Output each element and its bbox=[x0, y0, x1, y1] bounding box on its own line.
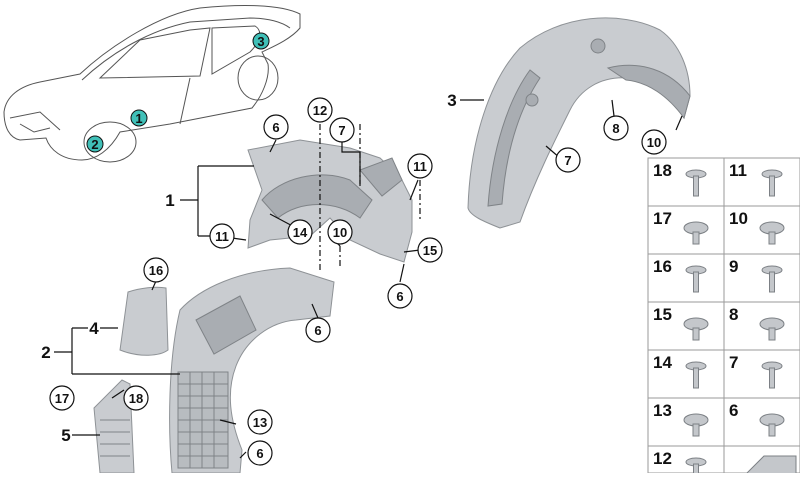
svg-text:7: 7 bbox=[564, 153, 571, 168]
svg-text:8: 8 bbox=[612, 121, 619, 136]
callout-10a: 10 bbox=[327, 219, 353, 245]
fastener-icon bbox=[683, 221, 709, 245]
label-4: 4 bbox=[89, 319, 99, 338]
car-callout-2: 2 bbox=[86, 135, 104, 153]
fastener-icon bbox=[761, 169, 783, 197]
callout-6c: 6 bbox=[305, 317, 331, 343]
hardware-cell-number: 11 bbox=[729, 161, 747, 180]
fastener-icon bbox=[761, 361, 783, 389]
fastener-icon bbox=[683, 413, 709, 437]
svg-text:7: 7 bbox=[338, 123, 345, 138]
callout-18: 18 bbox=[123, 385, 149, 411]
hardware-cell-number: 10 bbox=[729, 209, 748, 228]
label-1: 1 bbox=[165, 191, 174, 210]
svg-text:15: 15 bbox=[423, 243, 437, 258]
svg-text:13: 13 bbox=[253, 415, 267, 430]
callout-11a: 11 bbox=[407, 153, 433, 179]
svg-text:10: 10 bbox=[647, 135, 661, 150]
svg-text:10: 10 bbox=[333, 225, 347, 240]
svg-text:16: 16 bbox=[149, 263, 163, 278]
hardware-cell: 14 bbox=[647, 349, 725, 399]
callout-15: 15 bbox=[417, 237, 443, 263]
hardware-cell: 17 bbox=[647, 205, 725, 255]
svg-text:17: 17 bbox=[55, 391, 69, 406]
hardware-cell-number: 13 bbox=[653, 401, 672, 420]
hardware-cell: 18 bbox=[647, 157, 725, 207]
fastener-icon bbox=[759, 317, 785, 341]
rear-wheel-arch-liner bbox=[467, 17, 691, 229]
car-callout-2-text: 2 bbox=[91, 137, 98, 152]
hardware-cell: 12 bbox=[647, 445, 725, 478]
fastener-icon bbox=[685, 361, 707, 389]
hardware-cell: 8 bbox=[723, 301, 800, 351]
label-3: 3 bbox=[447, 91, 456, 110]
fastener-icon bbox=[683, 317, 709, 341]
fastener-icon bbox=[685, 169, 707, 197]
svg-text:6: 6 bbox=[256, 446, 263, 461]
hardware-cell-number: 17 bbox=[653, 209, 672, 228]
fastener-icon bbox=[759, 221, 785, 245]
hardware-cell: 6 bbox=[723, 397, 800, 447]
fastener-icon bbox=[685, 265, 707, 293]
hardware-cell-number: 16 bbox=[653, 257, 672, 276]
hardware-cell: 11 bbox=[723, 157, 800, 207]
callout-6d: 6 bbox=[247, 440, 273, 466]
car-callout-1-text: 1 bbox=[135, 111, 142, 126]
callout-8: 8 bbox=[603, 115, 629, 141]
svg-text:18: 18 bbox=[129, 391, 143, 406]
svg-text:11: 11 bbox=[413, 159, 427, 174]
fastener-icon bbox=[759, 413, 785, 437]
callout-7a: 7 bbox=[329, 117, 355, 143]
hardware-cell-number: 15 bbox=[653, 305, 672, 324]
car-callout-3-text: 3 bbox=[257, 34, 264, 49]
hardware-cell-number: 18 bbox=[653, 161, 672, 180]
car-callout-1: 1 bbox=[130, 109, 148, 127]
hardware-cell bbox=[723, 445, 800, 478]
svg-text:6: 6 bbox=[272, 120, 279, 135]
callout-7b: 7 bbox=[555, 147, 581, 173]
hardware-cell: 7 bbox=[723, 349, 800, 399]
label-2: 2 bbox=[41, 343, 50, 362]
hardware-cell: 13 bbox=[647, 397, 725, 447]
callout-6b: 6 bbox=[387, 283, 413, 309]
svg-text:6: 6 bbox=[314, 323, 321, 338]
hardware-cell: 10 bbox=[723, 205, 800, 255]
svg-text:6: 6 bbox=[396, 289, 403, 304]
callout-16: 16 bbox=[143, 257, 169, 283]
svg-text:12: 12 bbox=[313, 103, 327, 118]
small-grille bbox=[93, 379, 135, 474]
foam-pad bbox=[119, 286, 169, 356]
hardware-table: 18 11 17 10 16 9 15 8 14 7 13 6 12 bbox=[647, 157, 800, 478]
hardware-cell-number: 12 bbox=[653, 449, 672, 468]
callout-6a: 6 bbox=[263, 114, 289, 140]
callout-13: 13 bbox=[247, 409, 273, 435]
callout-10b: 10 bbox=[641, 129, 667, 155]
callout-12: 12 bbox=[307, 97, 333, 123]
label-5: 5 bbox=[61, 426, 70, 445]
callout-14: 14 bbox=[287, 219, 313, 245]
hardware-cell-number: 14 bbox=[653, 353, 672, 372]
car-callout-3: 3 bbox=[252, 32, 270, 50]
callout-11b: 11 bbox=[209, 223, 235, 249]
hardware-cell-number: 7 bbox=[729, 353, 738, 372]
hardware-cell: 16 bbox=[647, 253, 725, 303]
liner-grille bbox=[177, 371, 229, 469]
fastener-icon bbox=[761, 265, 783, 293]
hardware-cell-number: 8 bbox=[729, 305, 738, 324]
front-lower-liner bbox=[169, 267, 335, 474]
front-upper-liner bbox=[247, 139, 413, 263]
hardware-cell: 9 bbox=[723, 253, 800, 303]
svg-text:11: 11 bbox=[215, 229, 229, 244]
callout-17: 17 bbox=[49, 385, 75, 411]
hardware-cell: 15 bbox=[647, 301, 725, 351]
car-outline bbox=[3, 5, 301, 163]
hardware-cell-number: 9 bbox=[729, 257, 738, 276]
hardware-cell-number: 6 bbox=[729, 401, 738, 420]
svg-text:14: 14 bbox=[293, 225, 308, 240]
